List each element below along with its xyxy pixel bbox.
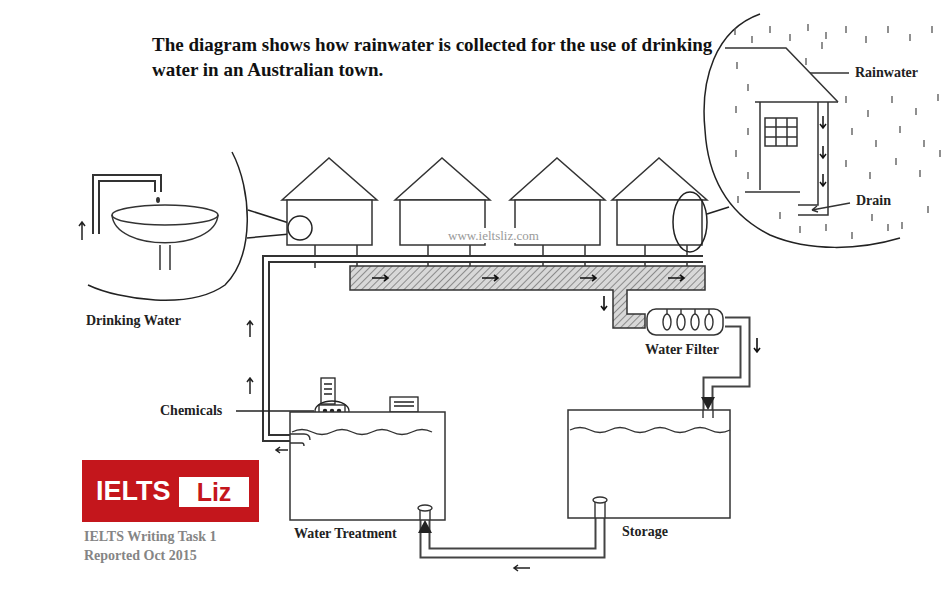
detail-marker — [288, 192, 729, 252]
source-note: Reported Oct 2015 — [84, 547, 197, 564]
filter-unit: Water Filter — [645, 308, 725, 336]
rain-drops — [735, 24, 940, 239]
watermark: www.ieltsliz.com — [446, 228, 541, 243]
flow-arrow — [514, 565, 530, 571]
callout-bubble — [88, 152, 290, 300]
pipe-connector — [418, 518, 600, 553]
arrow-head — [701, 397, 715, 410]
pipe-wall — [425, 518, 600, 553]
logo-box: IELTS Liz — [82, 460, 259, 522]
callout-label: Drain — [856, 193, 891, 209]
node-label: Water Treatment — [294, 526, 397, 542]
callout-bubble — [704, 14, 900, 247]
diagram-title: The diagram shows how rainwater is colle… — [152, 32, 724, 82]
arrow-head — [418, 520, 432, 533]
house-detail — [725, 48, 850, 215]
callout-label: Rainwater — [855, 65, 918, 81]
node-label: Water Filter — [645, 342, 719, 358]
node-label: Storage — [622, 524, 668, 540]
house-row — [282, 158, 707, 268]
tank-shape — [290, 412, 445, 520]
logo-inner-box: Liz — [179, 477, 249, 507]
treatment-tank: Water Treatment — [290, 412, 445, 520]
source-note: IELTS Writing Task 1 — [84, 528, 216, 545]
tank-shape — [568, 410, 730, 518]
pipe-bore — [425, 518, 600, 553]
callout-label: Drinking Water — [86, 313, 181, 329]
filter-shape — [645, 308, 725, 336]
storage-tank: Storage — [568, 410, 730, 518]
node-label: IELTS — [96, 475, 171, 507]
drain-pipe — [350, 266, 760, 352]
node-label: Liz — [179, 477, 249, 507]
sink-tap — [79, 178, 218, 270]
callout-label: Chemicals — [160, 403, 222, 419]
